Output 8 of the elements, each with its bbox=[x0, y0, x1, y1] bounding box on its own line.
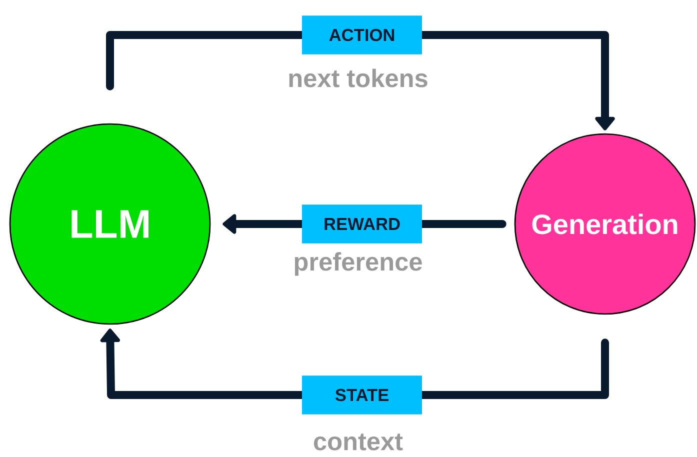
caption-text: next tokens bbox=[289, 68, 428, 88]
caption-text: preference bbox=[294, 252, 422, 276]
edge-label: REWARD bbox=[302, 204, 422, 244]
edge-label: ACTION bbox=[302, 16, 422, 54]
circle-node: Generation bbox=[514, 133, 696, 315]
circle-node: LLM bbox=[9, 123, 211, 325]
caption-text: context bbox=[314, 434, 403, 450]
edge-label: STATE bbox=[302, 376, 422, 414]
